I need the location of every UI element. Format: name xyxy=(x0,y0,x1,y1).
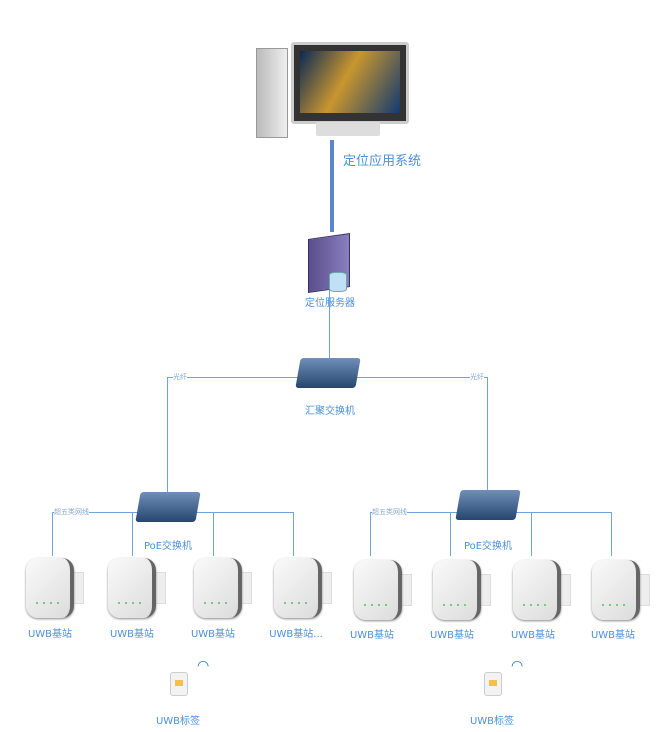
uwb-station-icon xyxy=(354,560,414,626)
core-switch-icon xyxy=(295,358,361,388)
server-label: 定位服务器 xyxy=(305,298,355,309)
uwb-station-icon xyxy=(108,558,168,624)
station-label: UWB基站 xyxy=(349,630,395,641)
uwb-station-icon xyxy=(513,560,573,626)
poe-switch-icon xyxy=(135,492,201,522)
poe-switch-icon xyxy=(455,490,521,520)
wifi-icon: ◠ xyxy=(511,658,524,674)
station-label: UWB基站 xyxy=(109,629,155,640)
fiber-label-left: 光纤 xyxy=(173,372,187,382)
station-label: UWB基站... xyxy=(269,629,323,640)
station-label: UWB基站 xyxy=(190,629,236,640)
database-icon xyxy=(329,272,347,292)
system-link xyxy=(330,140,334,232)
station-label: UWB基站 xyxy=(27,629,73,640)
poe-switch-label: PoE交换机 xyxy=(143,541,193,552)
cable-label: 超五类网线 xyxy=(372,507,407,517)
uwb-station-icon xyxy=(592,560,652,626)
uwb-tag-icon xyxy=(170,672,188,696)
fiber-label-right: 光纤 xyxy=(470,372,484,382)
uwb-tag-icon xyxy=(484,672,502,696)
station-label: UWB基站 xyxy=(510,630,556,641)
cable-label: 超五类网线 xyxy=(54,507,89,517)
core-switch-label: 汇聚交换机 xyxy=(305,406,355,417)
uwb-station-icon xyxy=(26,558,86,624)
uwb-station-icon xyxy=(433,560,493,626)
tag-label: UWB标签 xyxy=(469,716,515,727)
uwb-station-icon xyxy=(194,558,254,624)
tag-label: UWB标签 xyxy=(155,716,201,727)
station-label: UWB基站 xyxy=(429,630,475,641)
wifi-icon: ◠ xyxy=(197,658,210,674)
poe-switch-label: PoE交换机 xyxy=(463,541,513,552)
station-label: UWB基站 xyxy=(590,630,636,641)
uwb-station-icon xyxy=(274,558,334,624)
app-system-label: 定位应用系统 xyxy=(342,154,422,169)
